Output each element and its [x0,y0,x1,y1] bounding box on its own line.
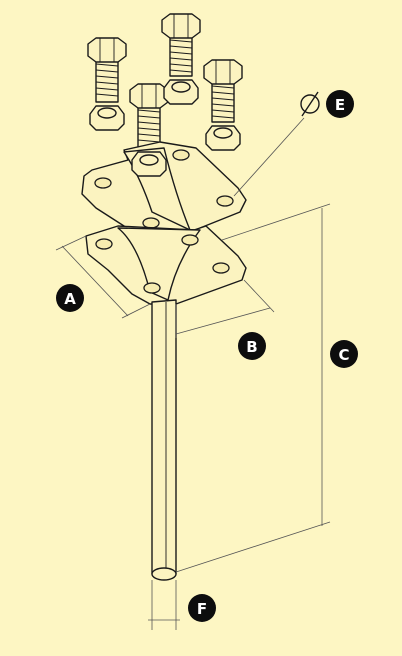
hex-nut-2 [163,79,199,105]
earth-rod [151,299,177,581]
svg-text:B: B [246,338,257,356]
svg-text:F: F [197,600,207,618]
badge-b: B [238,332,266,360]
dimension-e-leader [233,117,305,197]
dimension-a-lines [55,235,151,319]
hex-bolt-2 [161,13,201,77]
badge-a: A [56,284,84,312]
badge-f: F [188,594,216,622]
svg-text:C: C [338,346,349,364]
dimension-c-lines [175,203,331,573]
dimension-f-lines [148,580,180,630]
hex-bolt-1 [87,37,127,103]
diameter-symbol [300,91,320,117]
hex-nut-1 [89,105,125,131]
svg-text:A: A [64,290,76,308]
dimension-b-lines [175,279,275,338]
hex-nut-4 [131,151,167,177]
svg-text:E: E [335,96,345,114]
badge-c: C [330,340,358,368]
lower-clamp-plate [85,225,247,305]
badge-e: E [326,90,354,118]
hex-bolt-3 [203,59,243,123]
hex-nut-3 [205,125,241,151]
hex-bolt-4 [129,83,169,151]
